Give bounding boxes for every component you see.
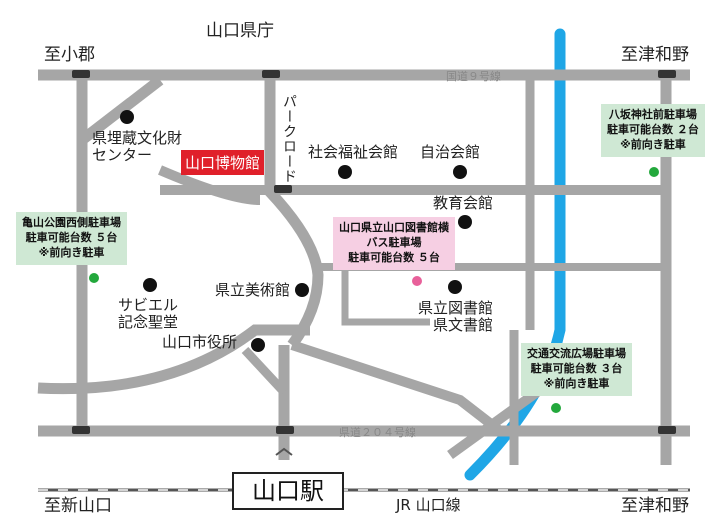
direction-ogori: 至小郡 — [44, 45, 95, 65]
parking-dot-bus — [412, 276, 422, 286]
direction-shinyamaguchi: 至新山口 — [44, 496, 112, 516]
road-park-road — [264, 75, 324, 349]
art-museum-label: 県立美術館 — [215, 281, 291, 299]
library-label: 県立図書館 県文書館 — [418, 299, 494, 334]
road-city-hall-spur — [241, 346, 288, 396]
park-road-label: パークロード — [281, 94, 297, 184]
xavier-label: サビエル 記念聖堂 — [118, 296, 179, 331]
parking-dot-koryu — [551, 403, 561, 413]
museum-label: 山口博物館 — [181, 150, 265, 175]
education-hall-label: 教育会館 — [433, 194, 494, 212]
road-curve-west — [37, 324, 310, 395]
route9-label: 国道９号線 — [446, 70, 501, 83]
welfare-hall-label: 社会福祉会館 — [308, 143, 399, 161]
city-hall-label: 山口市役所 — [162, 333, 238, 351]
landmark-dots — [120, 110, 472, 352]
jichi-hall-label: 自治会館 — [420, 143, 481, 161]
parking-dot-yasaka — [649, 167, 659, 177]
direction-tsuwano-bottom: 至津和野 — [621, 496, 689, 516]
archaeology-center-label: 県埋蔵文化財 センター — [92, 129, 183, 164]
road-diagonal-northwest — [78, 75, 164, 145]
road-diagonal-southeast — [290, 340, 504, 435]
direction-tsuwano-top: 至津和野 — [621, 45, 689, 65]
parking-box-koryu: 交通交流広場駐車場 駐車可能台数 ３台 ※前向き駐車 — [521, 343, 632, 396]
road-diagonal-to-bridge — [447, 385, 543, 460]
route204-label: 県道２０４号線 — [339, 426, 416, 439]
parking-box-library-bus: 山口県立山口図書館横 バス駐車場 駐車可能台数 ５台 — [333, 217, 455, 270]
traffic-signals — [72, 70, 676, 434]
station-marker-icon — [275, 447, 293, 456]
parking-box-kameyama: 亀山公園西側駐車場 駐車可能台数 ５台 ※前向き駐車 — [16, 212, 127, 265]
jr-line-label: JR 山口線 — [396, 496, 461, 514]
parking-dot-kameyama — [89, 273, 99, 283]
road-museum-link — [158, 165, 261, 205]
road-library-loop — [341, 267, 430, 326]
station-label: 山口駅 — [232, 472, 344, 510]
parking-box-yasaka: 八坂神社前駐車場 駐車可能台数 ２台 ※前向き駐車 — [601, 104, 705, 157]
prefectural-office-label: 山口県庁 — [206, 21, 274, 41]
